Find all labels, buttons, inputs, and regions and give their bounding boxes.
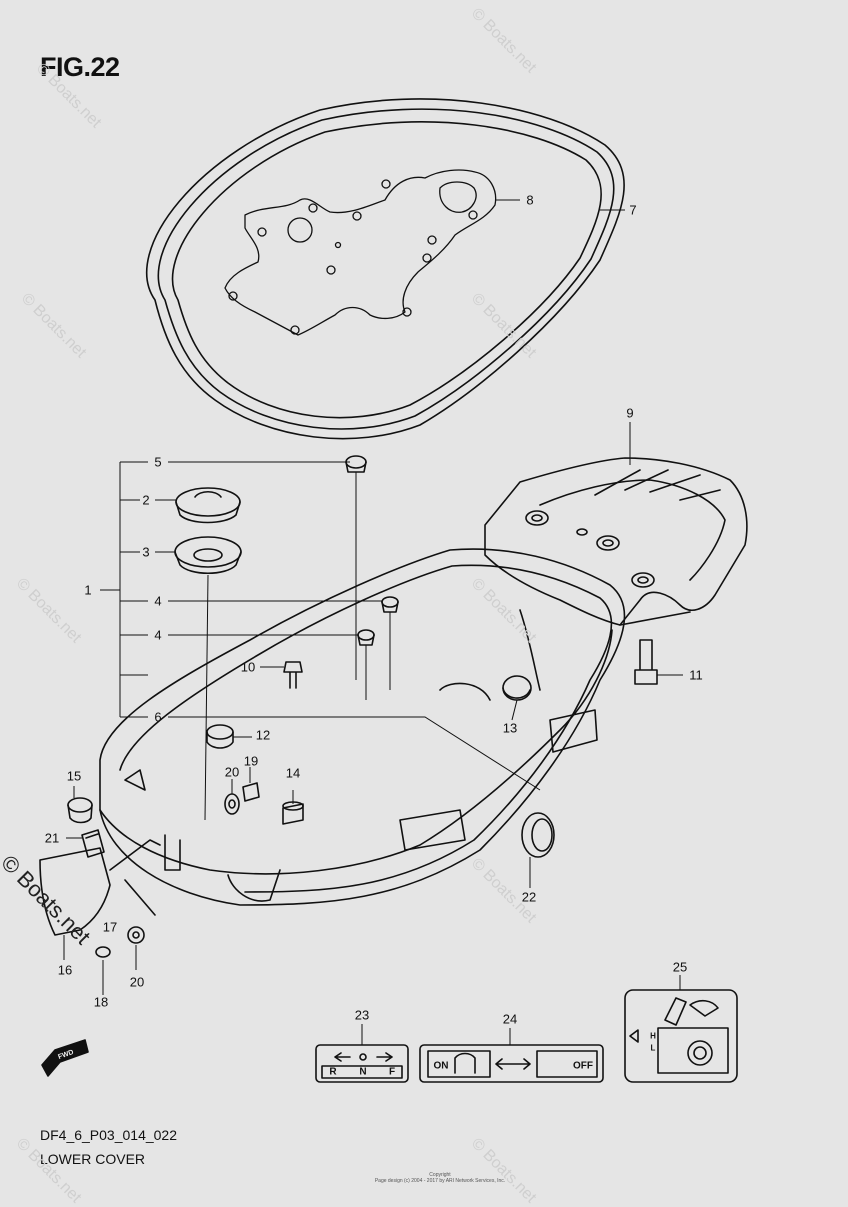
callout-17: 17 [102,919,118,935]
part-13-cap [502,675,532,701]
callout-11: 11 [689,667,703,683]
callout-12: 12 [255,727,271,743]
leader-lines [63,199,683,1045]
lower-cover-body [99,548,626,906]
callout-7: 7 [629,202,637,218]
callout-3: 3 [142,544,150,560]
decal-23-r: R [329,1066,337,1078]
callout-5: 5 [154,454,162,470]
callout-4-upper: 4 [154,593,162,609]
part-4-plug-a [381,596,399,613]
callout-6: 6 [154,709,162,725]
part-18-nut [95,946,111,958]
part-4-plug-b [357,629,375,646]
callout-14: 14 [285,765,301,781]
part-12-grommet [206,724,234,749]
callout-1: 1 [84,582,92,598]
figure-title: FIG.22 [40,52,120,82]
copyright-note: Copyright Page design (c) 2004 - 2017 by… [374,1172,506,1184]
callout-13: 13 [502,720,518,736]
part-11-bolt [634,639,658,685]
callout-2: 2 [142,492,150,508]
callout-20-lower: 20 [129,974,145,990]
decal-25-l: L [650,1043,656,1053]
part-14-collar [282,801,304,825]
part-5-plug [345,455,367,473]
decal-23-f: F [388,1066,396,1078]
callout-10: 10 [240,659,256,675]
decal-24-on: ON [433,1060,449,1072]
part-19-nut [242,782,260,802]
figure-code: DF4_6_P03_014_022 [40,1127,178,1143]
callout-22: 22 [521,889,537,905]
callout-24: 24 [502,1011,518,1027]
part-3-grommet [174,536,242,574]
callout-4-lower: 4 [154,627,162,643]
callout-18: 18 [93,994,109,1010]
callout-8: 8 [526,192,534,208]
callout-16: 16 [57,962,73,978]
part-25-decal [624,989,738,1083]
part-8-gasket [224,169,497,336]
part-21-grommet [81,829,105,858]
callout-9: 9 [626,405,634,421]
figure-subtitle: LOWER COVER [40,1151,146,1167]
part-20-washer-a [224,793,240,815]
part-17-link [109,839,161,916]
decal-24-off: OFF [573,1060,593,1072]
callout-21: 21 [44,830,60,846]
callout-15: 15 [66,768,82,784]
callout-20-upper: 20 [224,764,240,780]
part-16-plate [39,847,111,936]
part-24-decal [419,1044,604,1083]
part-2-grommet [175,487,241,524]
part-9-handle [484,457,748,626]
part-22-grommet [521,812,555,858]
part-20-washer-b [127,926,145,944]
decal-23-n: N [359,1066,367,1078]
part-7-seal [145,98,625,440]
callout-25: 25 [672,959,688,975]
callout-23: 23 [354,1007,370,1023]
decal-25-h: H [650,1031,656,1041]
fwd-arrow-icon [41,1039,89,1077]
callout-19: 19 [243,753,259,769]
part-10-bolt [283,661,303,689]
part-15-plug [67,797,93,824]
